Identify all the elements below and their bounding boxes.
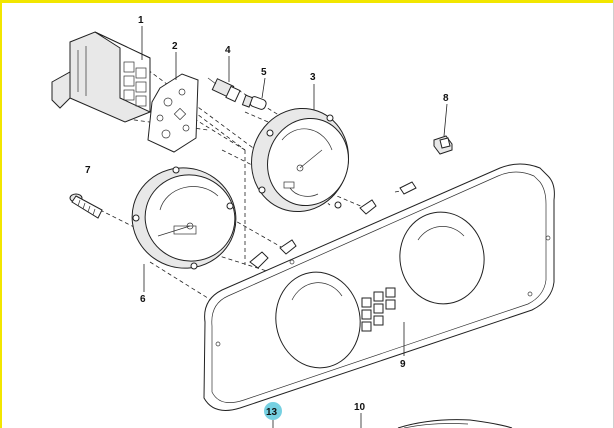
callout-10: 10 <box>354 402 366 413</box>
part-2-circuit-film <box>147 73 199 153</box>
part-4-bulb-socket <box>207 77 241 103</box>
part-7-screw <box>69 193 103 219</box>
callout-13[interactable]: 13 <box>266 407 278 418</box>
callout-8: 8 <box>443 93 449 104</box>
callout-3: 3 <box>310 72 316 83</box>
leader-lines <box>141 26 448 428</box>
callout-6: 6 <box>140 294 146 305</box>
part-8-clip <box>433 135 453 155</box>
part-6-speedometer <box>131 166 237 270</box>
callout-4: 4 <box>225 45 231 56</box>
callout-13-highlight <box>264 402 282 420</box>
part-3-tachometer <box>251 107 349 213</box>
part-5-bulb <box>241 94 267 110</box>
yellow-left-edge <box>0 0 2 428</box>
yellow-top-edge <box>0 0 614 3</box>
callout-2: 2 <box>172 41 178 52</box>
callout-1: 1 <box>138 15 144 26</box>
part-1-connector-housing <box>51 31 151 123</box>
callout-7: 7 <box>85 165 91 176</box>
callout-5: 5 <box>261 67 267 78</box>
callout-labels: 1 2 3 4 5 6 7 8 9 10 13 <box>85 15 449 420</box>
part-10-lens-edge <box>397 419 513 428</box>
part-9-cluster-housing <box>203 163 555 411</box>
callout-9: 9 <box>400 359 406 370</box>
